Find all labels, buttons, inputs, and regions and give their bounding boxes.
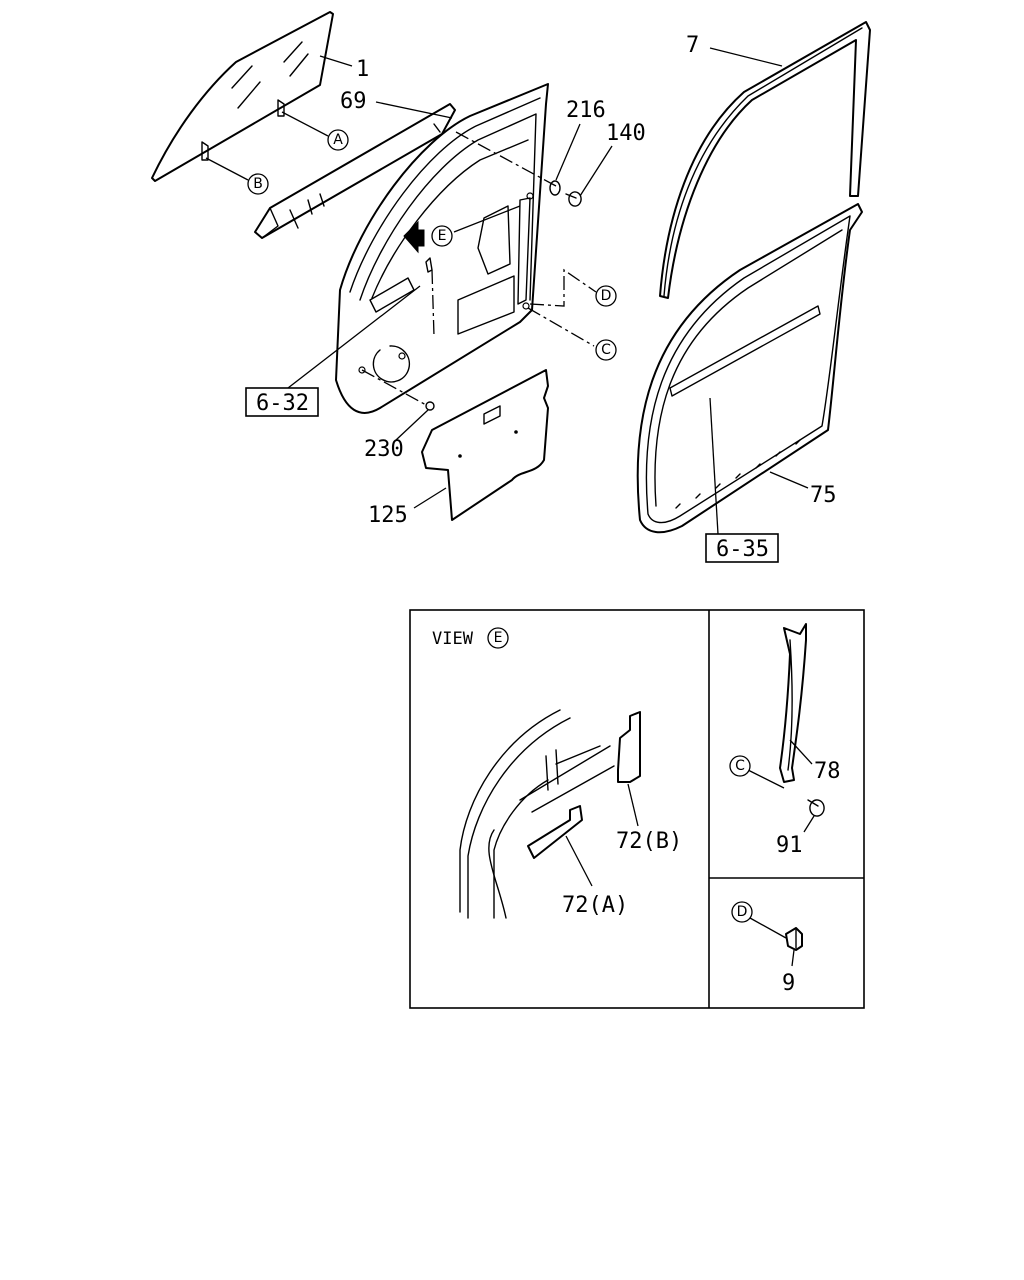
washer-216 [549,180,561,196]
leader-d-detail [749,917,787,939]
svg-text:D: D [737,904,748,920]
pad-72a [527,805,583,859]
leader-c-detail [747,769,785,789]
marker-c-detail: C [729,755,751,777]
marker-d-main: D [595,285,617,307]
glass-run-channel [254,103,456,239]
axis-230 [361,369,429,407]
weatherstrip-upper [659,21,871,299]
detail-frame [409,609,865,1009]
leader-230 [395,409,429,441]
callout-7: 7 [686,33,699,58]
leader-632 [287,285,421,389]
leader-125 [413,487,447,509]
marker-e: E [431,225,453,247]
clip-230 [425,401,435,411]
leader-9 [791,949,795,967]
leader-78 [789,739,813,765]
cap-9 [785,927,803,951]
callout-9: 9 [782,971,795,996]
svg-text:E: E [494,630,503,646]
axis-d [529,268,597,307]
screw-91 [807,799,825,817]
bolt-140 [565,191,582,207]
svg-text:6-35: 6-35 [716,537,769,562]
view-e-caption: VIEW E [432,627,509,649]
leader-140 [579,145,613,197]
svg-text:C: C [601,342,611,358]
axis-632 [431,269,435,337]
weatherstrip-door [636,203,863,534]
callout-69: 69 [340,89,367,114]
callout-125: 125 [368,503,408,528]
axis-216 [455,131,557,187]
leader-75 [769,471,809,489]
callout-216: 216 [566,98,606,123]
leader-72b [627,783,639,827]
leader-72a [565,835,593,887]
door-glass [151,11,334,182]
callout-91: 91 [776,833,803,858]
ref-box-6-35: 6-35 [705,533,779,563]
leader-a [281,111,329,137]
view-e-door-section [459,709,615,919]
svg-text:A: A [333,132,343,148]
svg-text:C: C [735,758,745,774]
callout-140: 140 [606,121,646,146]
leader-635 [709,397,719,535]
leader-b [205,157,249,181]
callout-1: 1 [356,57,369,82]
pad-72b [617,711,641,783]
leader-216 [555,123,581,181]
marker-a: A [327,129,349,151]
leader-e [453,205,521,233]
svg-text:6-32: 6-32 [256,391,309,416]
svg-text:B: B [253,176,263,192]
callout-72a: 72(A) [562,893,628,918]
svg-text:E: E [438,228,447,244]
view-e-arrow [403,220,425,254]
axis-c [527,307,595,347]
svg-text:VIEW: VIEW [432,629,474,649]
svg-text:D: D [601,288,612,304]
marker-d-detail: D [731,901,753,923]
ref-box-6-32: 6-32 [245,387,319,417]
callout-78: 78 [814,759,841,784]
callout-230: 230 [364,437,404,462]
callout-75: 75 [810,483,837,508]
leader-7 [709,47,783,67]
callout-72b: 72(B) [616,829,682,854]
leader-1 [319,55,353,67]
pillar-trim-78 [779,623,807,783]
marker-c-main: C [595,339,617,361]
door-shell [335,83,549,414]
sealing-film [421,369,549,521]
leader-91 [803,815,815,833]
marker-b: B [247,173,269,195]
leader-69 [375,101,453,119]
